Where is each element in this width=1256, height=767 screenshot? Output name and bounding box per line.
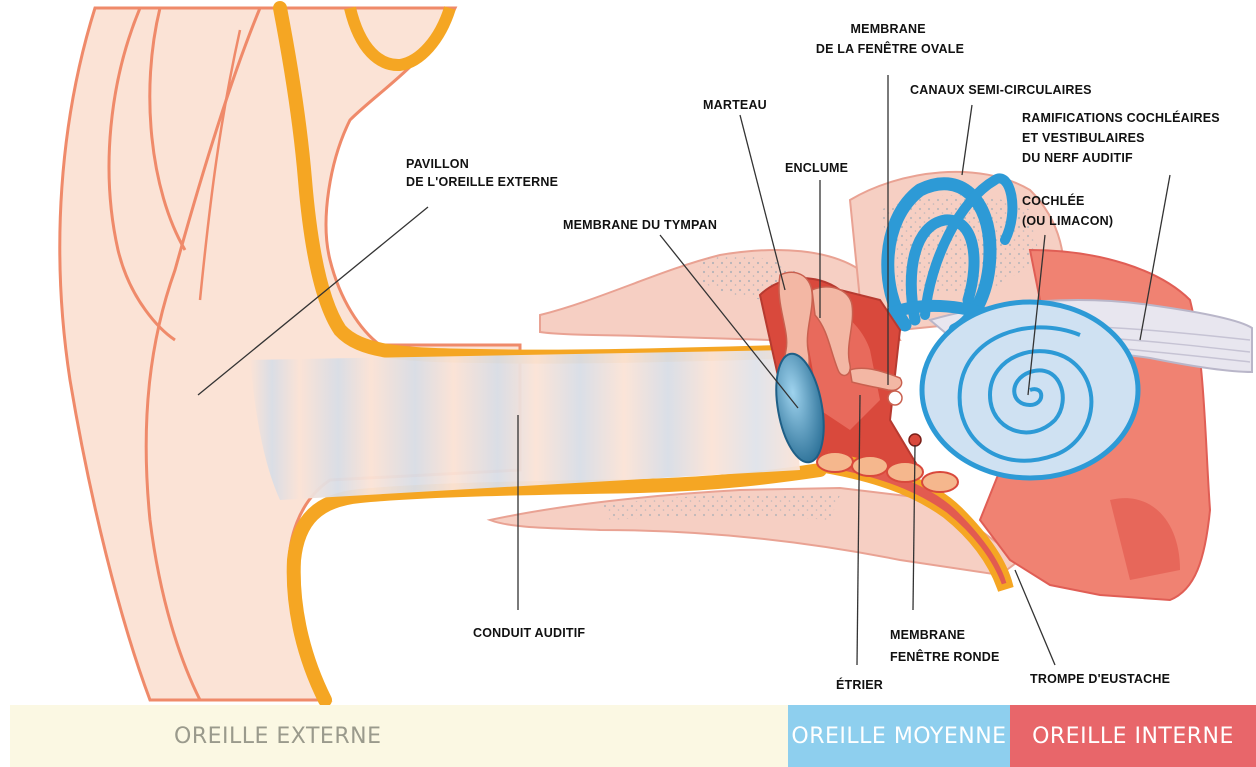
label-membrane-tympan: MEMBRANE DU TYMPAN <box>563 218 717 232</box>
label-enclume: ENCLUME <box>785 161 848 175</box>
label-etrier: ÉTRIER <box>836 677 883 692</box>
cochlea <box>922 302 1138 478</box>
round-window <box>909 434 921 446</box>
label-ramifications: RAMIFICATIONS COCHLÉAIRES ET VESTIBULAIR… <box>1022 110 1224 165</box>
band-oreille-moyenne: OREILLE MOYENNE <box>788 705 1010 767</box>
label-conduit: CONDUIT AUDITIF <box>473 626 585 640</box>
oval-window <box>888 391 902 405</box>
label-trompe: TROMPE D'EUSTACHE <box>1030 672 1170 686</box>
band-oreille-interne-label: OREILLE INTERNE <box>1032 724 1234 749</box>
band-oreille-externe: OREILLE EXTERNE <box>10 705 788 767</box>
label-pavillon: PAVILLON DE L'OREILLE EXTERNE <box>406 157 558 189</box>
band-oreille-interne: OREILLE INTERNE <box>1010 705 1256 767</box>
label-marteau: MARTEAU <box>703 98 767 112</box>
band-oreille-externe-label: OREILLE EXTERNE <box>174 724 381 749</box>
band-oreille-moyenne-label: OREILLE MOYENNE <box>791 724 1006 749</box>
label-membrane-fenetre-ronde: MEMBRANE FENÊTRE RONDE <box>890 628 1000 664</box>
label-membrane-fenetre-ovale: MEMBRANE DE LA FENÊTRE OVALE <box>816 22 964 56</box>
label-canaux: CANAUX SEMI-CIRCULAIRES <box>910 83 1092 97</box>
